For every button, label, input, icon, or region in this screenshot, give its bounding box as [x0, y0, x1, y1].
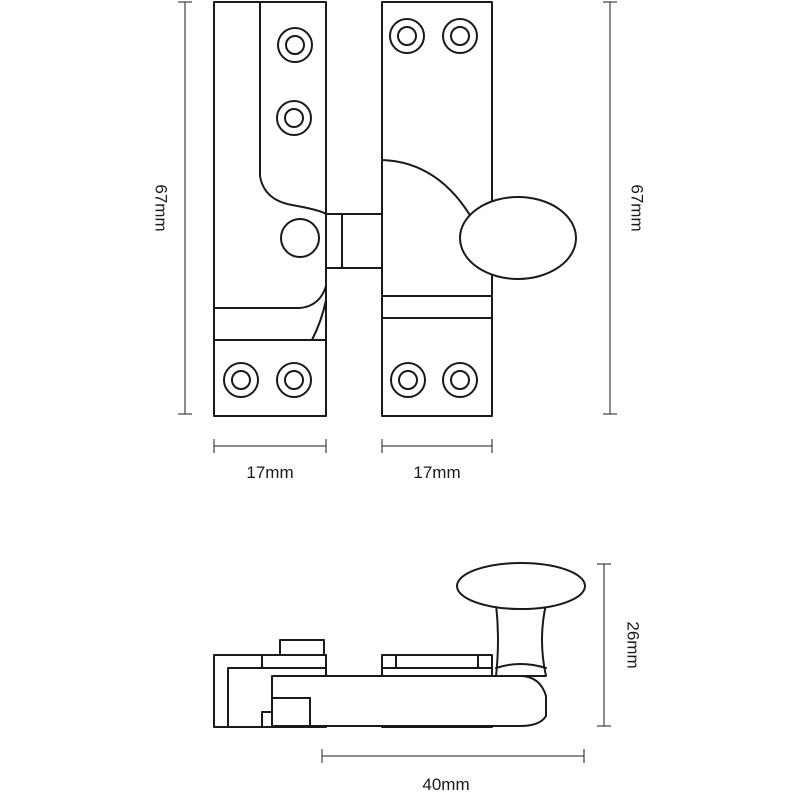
right-width-label: 17mm — [413, 463, 460, 482]
screw-hole-icon — [276, 100, 312, 136]
right-keeper-plate — [381, 1, 493, 417]
left-keeper-plate — [213, 1, 327, 417]
side-latch-arm — [271, 675, 547, 727]
front-view: 67mm 67mm 17mm 17mm — [152, 1, 647, 482]
screw-hole-icon — [389, 18, 425, 54]
side-knob-icon — [456, 562, 586, 677]
side-height-label: 26mm — [624, 621, 643, 668]
side-view: 26mm 40mm — [213, 562, 643, 794]
right-width-dimension: 17mm — [381, 439, 493, 482]
side-length-label: 40mm — [422, 775, 469, 794]
screw-hole-icon — [223, 362, 259, 398]
screw-hole-icon — [276, 362, 312, 398]
left-width-label: 17mm — [246, 463, 293, 482]
side-length-dimension: 40mm — [321, 749, 585, 794]
screw-hole-icon — [277, 27, 313, 63]
left-height-dimension: 67mm — [152, 1, 192, 415]
screw-hole-icon — [390, 362, 426, 398]
knob-icon — [459, 196, 577, 280]
screw-hole-icon — [442, 362, 478, 398]
screw-hole-icon — [442, 18, 478, 54]
left-height-label: 67mm — [152, 184, 171, 231]
right-height-dimension: 67mm — [603, 1, 647, 415]
side-height-dimension: 26mm — [597, 563, 643, 727]
latch-arm — [325, 213, 383, 269]
left-width-dimension: 17mm — [213, 439, 327, 482]
pivot-pin-icon — [280, 218, 320, 258]
right-height-label: 67mm — [628, 184, 647, 231]
